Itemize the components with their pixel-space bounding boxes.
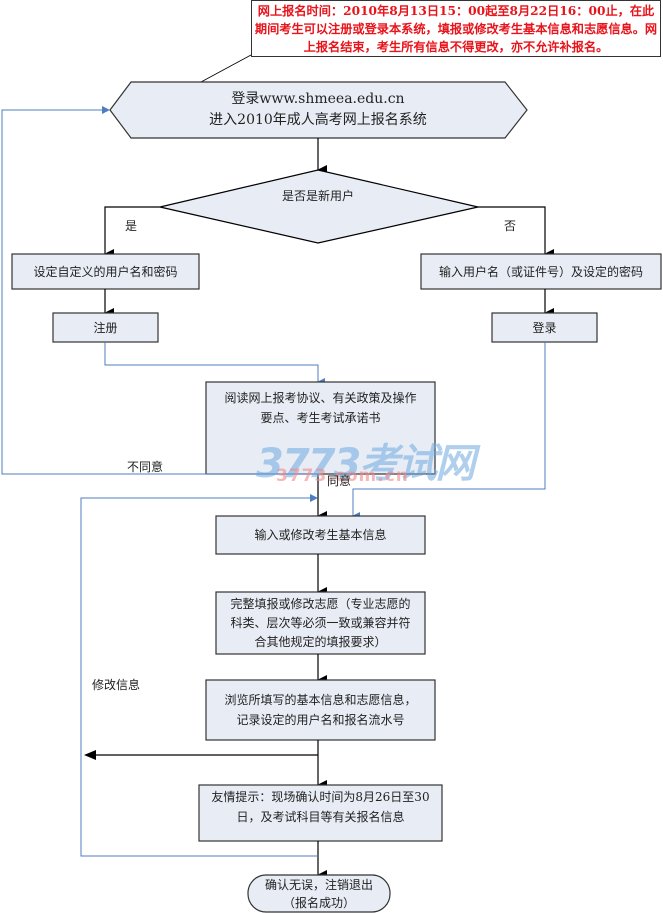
decision-label: 是否是新用户: [281, 189, 354, 203]
end-text: 确认无误，注销退出 （报名成功）: [248, 875, 390, 912]
reminder-line2: 日，及考试科目等有关报名信息: [236, 810, 405, 824]
enter-info-label: 输入或修改考生基本信息: [254, 528, 387, 542]
agreement-line2: 要点、考生考试承诺书: [260, 411, 381, 425]
watermark-url: 3773.com.cn: [276, 466, 409, 486]
arrow-register-to-agreement: [104, 342, 325, 386]
yes-label: 是: [125, 219, 138, 233]
decision-diamond: [159, 169, 479, 244]
arrow-modify-head: [84, 750, 96, 760]
reminder-box: [198, 784, 443, 842]
wishes-line2: 科类、层次等必须一致或兼容并符: [230, 615, 411, 630]
wishes-line1: 完整填报或修改志愿（专业志愿的: [230, 596, 411, 611]
existing-user-box: [420, 253, 662, 290]
enter-info-box: [215, 515, 426, 555]
register-box: [52, 312, 159, 343]
note-connector: [200, 54, 252, 83]
arrow-modify-loop: [80, 497, 318, 857]
register-label: 注册: [93, 320, 118, 335]
new-user-box: [11, 253, 200, 290]
agreement-text: 阅读网上报考协议、有关政策及操作 要点、考生考试承诺书: [206, 386, 435, 430]
wishes-box: [215, 591, 426, 655]
review-line2: 记录设定的用户名和报名流水号: [236, 713, 405, 727]
review-line1: 浏览所填写的基本信息和志愿信息，: [224, 693, 417, 707]
end-line1: 确认无误，注销退出: [264, 877, 373, 892]
start-line2: 进入2010年成人高考网上报名系统: [209, 112, 427, 128]
start-hexagon: [109, 81, 528, 139]
review-text: 浏览所填写的基本信息和志愿信息， 记录设定的用户名和报名流水号: [206, 690, 435, 730]
start-line1: 登录www.shmeea.edu.cn: [231, 91, 405, 107]
watermark-logo: 3773考试网: [256, 441, 475, 487]
arrow-no-branch: [478, 206, 554, 259]
registration-time-note: 网上报名时间：2010年8月13日15：00起至8月22日16：00止，在此期间…: [251, 0, 661, 57]
reminder-text: 友情提示：现场确认时间为8月26日至30 日，及考试科目等有关报名信息: [199, 787, 442, 827]
arrow-disagree-loop: [1, 109, 318, 475]
start-node: 登录www.shmeea.edu.cn 进入2010年成人高考网上报名系统: [131, 86, 505, 134]
arrow-login-to-info: [352, 342, 546, 520]
end-line2: （报名成功）: [282, 895, 355, 910]
end-terminator: [247, 874, 391, 913]
agreement-line1: 阅读网上报考协议、有关政策及操作: [224, 391, 417, 405]
reminder-line1: 友情提示：现场确认时间为8月26日至30: [211, 790, 430, 804]
wishes-text: 完整填报或修改志愿（专业志愿的 科类、层次等必须一致或兼容并符 合其他规定的填报…: [216, 593, 425, 653]
new-user-step: 设定自定义的用户名和密码: [33, 264, 178, 279]
modify-label: 修改信息: [92, 678, 141, 692]
wishes-line3: 合其他规定的填报要求）: [254, 634, 387, 649]
login-label: 登录: [532, 320, 557, 335]
agreement-box: [205, 381, 436, 475]
login-box: [491, 312, 598, 343]
agree-label: 同意: [327, 474, 352, 488]
no-label: 否: [504, 219, 517, 233]
existing-user-step: 输入用户名（或证件号）及设定的密码: [438, 264, 643, 279]
arrow-yes-branch: [104, 206, 160, 259]
review-box: [205, 679, 436, 741]
disagree-label: 不同意: [127, 460, 164, 474]
